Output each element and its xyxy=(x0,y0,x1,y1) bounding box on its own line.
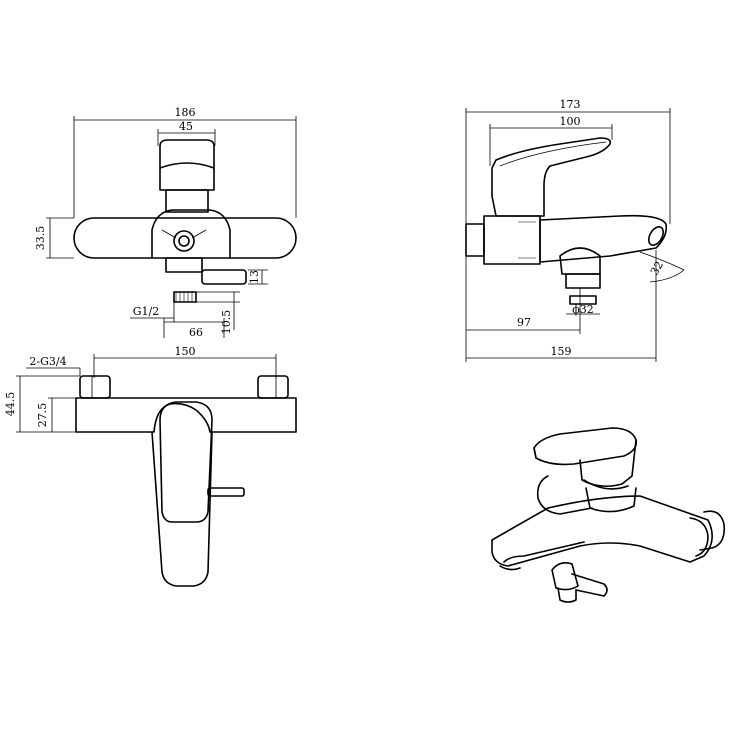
iso-spout-tip xyxy=(499,565,521,571)
top-spout xyxy=(151,431,213,587)
dim-top-body-height: 27.5 xyxy=(36,403,49,428)
side-diverter xyxy=(559,247,601,275)
front-view: 186 45 33.5 13 G1/2 10.5 66 xyxy=(34,106,297,339)
iso-handle-band xyxy=(583,479,629,490)
front-hub xyxy=(151,209,231,259)
side-body-hatch xyxy=(518,221,536,259)
dim-side-depth: 173 xyxy=(560,98,581,111)
iso-spout-line xyxy=(503,541,585,563)
dim-top-total-height: 44.5 xyxy=(4,392,17,417)
side-outlet xyxy=(569,295,597,305)
front-handle-curve xyxy=(159,162,215,169)
iso-handle-cap xyxy=(533,427,638,466)
dim-front-outlet-span: 66 xyxy=(189,326,203,339)
iso-body-left xyxy=(536,475,593,515)
dim-side-handle-depth: 100 xyxy=(560,115,581,128)
front-handle-neck xyxy=(165,189,209,213)
front-dimension-lines xyxy=(46,116,297,338)
front-hub-lines xyxy=(161,229,207,239)
dim-side-outlet-position: 97 xyxy=(517,316,531,329)
side-body xyxy=(483,215,541,265)
top-dimension-lines xyxy=(16,354,277,433)
top-inlet-left xyxy=(79,375,111,399)
side-handle-ridge xyxy=(499,141,607,167)
side-spout-outlet xyxy=(647,226,665,246)
iso-diverter-lever xyxy=(571,573,608,597)
top-inlet-right xyxy=(257,375,289,399)
side-wall-bracket xyxy=(465,223,485,257)
iso-main-bar xyxy=(491,495,713,567)
dim-front-width: 186 xyxy=(175,106,196,119)
front-outlet xyxy=(173,291,197,303)
dim-side-overall-depth: 159 xyxy=(551,345,572,358)
front-body-bar xyxy=(73,217,297,259)
iso-handle-edge xyxy=(533,447,537,459)
iso-outlet xyxy=(557,587,577,603)
top-diverter xyxy=(207,487,245,497)
front-spout-hole xyxy=(178,235,190,247)
dim-front-outlet-depth: 10.5 xyxy=(220,310,233,335)
front-diverter xyxy=(165,257,203,273)
front-diverter-knob xyxy=(201,269,247,285)
dim-front-outlet-thread: G1/2 xyxy=(133,305,160,318)
dim-front-outlet-offset: 13 xyxy=(248,270,261,284)
dim-front-handle-width: 45 xyxy=(179,120,193,133)
side-diverter-knob xyxy=(565,273,601,289)
iso-diverter xyxy=(551,562,579,591)
top-handle xyxy=(159,401,213,523)
iso-end-cap-inner xyxy=(689,517,709,557)
front-handle xyxy=(159,139,215,191)
dim-front-body-height: 33.5 xyxy=(34,226,47,251)
iso-handle-body xyxy=(579,439,637,488)
front-spout-ring xyxy=(173,230,195,252)
dim-top-inlet-spacing: 150 xyxy=(175,345,196,358)
dim-top-inlet-thread: 2-G3/4 xyxy=(29,355,66,368)
dim-side-spout-angle: 32 xyxy=(648,259,666,278)
dim-side-outlet-diameter: ϕ32 xyxy=(572,303,594,316)
side-dimension-lines xyxy=(465,108,685,362)
side-handle xyxy=(491,137,612,217)
side-view: 173 100 32 97 ϕ32 159 xyxy=(465,98,685,362)
iso-end-cap xyxy=(699,510,726,551)
top-view: 2-G3/4 150 44.5 27.5 xyxy=(4,345,297,587)
front-outlet-thread xyxy=(175,292,193,302)
side-spout xyxy=(539,214,668,263)
isometric-view xyxy=(491,427,726,603)
top-body xyxy=(75,397,297,433)
